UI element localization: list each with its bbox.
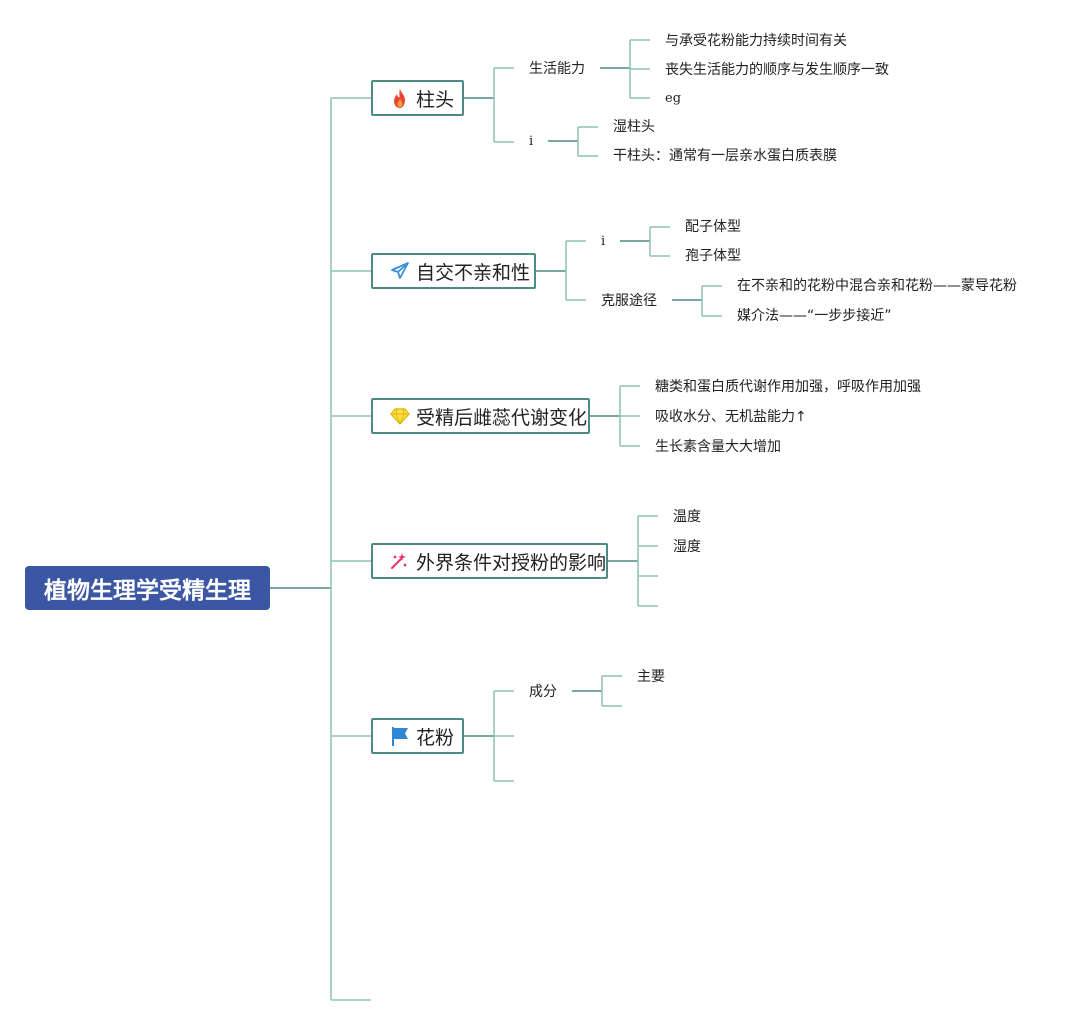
- topic-label: 花粉: [416, 726, 455, 749]
- topic5-bracket: [493, 690, 514, 782]
- topic2-bracket: [565, 240, 586, 301]
- topic1-sub2-bracket: [577, 126, 598, 157]
- topic3-bracket: [619, 385, 640, 447]
- topic4-bracket: [637, 515, 658, 607]
- node-wet-stigma[interactable]: 湿柱头: [613, 119, 655, 135]
- node-incompat-type[interactable]: i: [601, 234, 606, 249]
- node-viability-eg[interactable]: eg: [665, 91, 682, 106]
- node-absorption-increase[interactable]: 吸收水分、无机盐能力↑: [655, 409, 807, 425]
- topic-self-incompatibility[interactable]: 自交不亲和性: [371, 253, 536, 289]
- node-composition-main[interactable]: 主要: [637, 669, 665, 685]
- topic-label: 外界条件对授粉的影响: [415, 551, 606, 574]
- flag-icon: [389, 726, 410, 747]
- node-bridging-method[interactable]: 媒介法——“一步步接近”: [737, 308, 892, 324]
- topic1-bracket: [493, 67, 514, 143]
- diamond-icon: [389, 406, 410, 427]
- node-mentor-pollen[interactable]: 在不亲和的花粉中混合亲和花粉——蒙导花粉: [737, 278, 1017, 294]
- node-viability[interactable]: 生活能力: [529, 61, 585, 77]
- paper-plane-icon: [389, 261, 410, 282]
- topic-label: 自交不亲和性: [416, 261, 531, 284]
- node-viability-duration[interactable]: 与承受花粉能力持续时间有关: [665, 33, 847, 49]
- topic-stigma[interactable]: 柱头: [371, 80, 464, 116]
- topic-environment-effects[interactable]: 外界条件对授粉的影响: [371, 543, 608, 579]
- node-dry-stigma[interactable]: 干柱头：通常有一层亲水蛋白质表膜: [613, 148, 837, 164]
- topic2-sub1-bracket: [649, 226, 670, 257]
- topic-label: 柱头: [416, 88, 455, 111]
- node-viability-order[interactable]: 丧失生活能力的顺序与发生顺序一致: [665, 62, 889, 78]
- root-node[interactable]: 植物生理学受精生理: [25, 566, 270, 610]
- node-gametophytic[interactable]: 配子体型: [685, 219, 741, 235]
- topic5-sub1-bracket: [601, 675, 622, 707]
- node-humidity[interactable]: 湿度: [673, 539, 701, 555]
- topic2-sub2-bracket: [701, 285, 722, 317]
- sparkle-icon: [389, 551, 410, 572]
- fire-icon: [389, 88, 410, 109]
- topic-label: 受精后雌蕊代谢变化: [416, 406, 588, 429]
- node-temperature[interactable]: 温度: [673, 509, 701, 525]
- topic-pistil-metabolism[interactable]: 受精后雌蕊代谢变化: [371, 398, 590, 434]
- node-stigma-type[interactable]: i: [529, 134, 534, 149]
- node-pollen-composition[interactable]: 成分: [529, 684, 557, 700]
- topic-pollen[interactable]: 花粉: [371, 718, 464, 754]
- node-auxin-increase[interactable]: 生长素含量大大增加: [655, 439, 781, 455]
- node-overcome-methods[interactable]: 克服途径: [601, 293, 657, 309]
- topic1-sub1-bracket: [629, 39, 650, 99]
- root-node-label: 植物生理学受精生理: [44, 578, 251, 604]
- node-metabolism-enhanced[interactable]: 糖类和蛋白质代谢作用加强，呼吸作用加强: [655, 379, 921, 395]
- node-sporophytic[interactable]: 孢子体型: [685, 248, 741, 264]
